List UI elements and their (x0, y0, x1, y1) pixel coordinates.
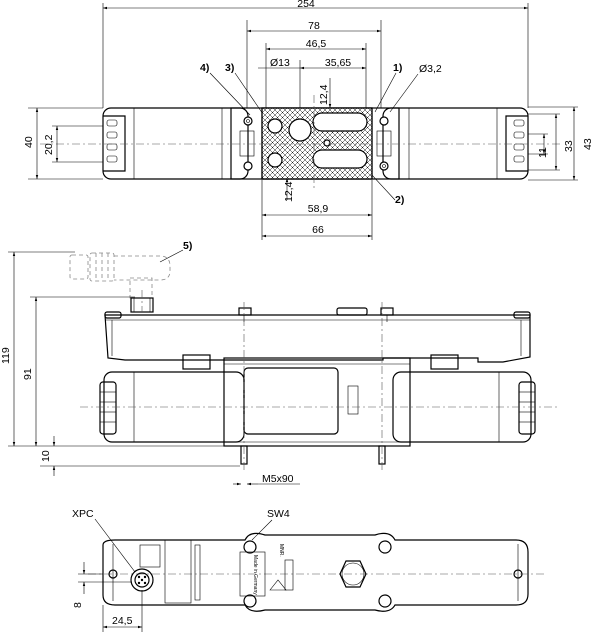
callout-2: 2) (395, 194, 404, 206)
callout-5: 5) (183, 240, 192, 252)
dim-total-height: 119 (0, 347, 12, 364)
dim-hole-diameter: Ø3,2 (419, 63, 442, 75)
side-view: 5) (0, 240, 560, 486)
screw-head-icon (243, 540, 257, 554)
callout-sw4: SW4 (267, 508, 290, 520)
callout-1: 1) (393, 62, 402, 74)
hex-nut-icon (339, 560, 367, 588)
dim-connector-offset: 24,5 (112, 615, 133, 627)
top-view: 254 78 46,5 Ø13 35,65 4) 3) 1) Ø3,2 2) 1… (23, 0, 594, 240)
dim-flange-width: 66 (312, 224, 324, 236)
dim-bottom-offset: 8 (72, 602, 84, 608)
dim-body-height: 91 (22, 368, 34, 380)
callout-4: 4) (200, 62, 209, 74)
dim-offset-top: 12,4 (318, 84, 330, 105)
dim-right-43: 43 (582, 138, 594, 150)
bottom-view: XPC SW4 Made in Germany MNR. (72, 508, 545, 632)
dim-port-spacing: 46,5 (306, 38, 327, 50)
dim-height-left: 40 (23, 136, 35, 148)
plate-mark: MNR. (278, 544, 284, 557)
callout-xpc: XPC (72, 508, 94, 520)
dim-overall-length: 254 (297, 0, 315, 10)
dim-height-left-inner: 20,2 (43, 134, 55, 155)
dim-offset-bottom: 12,4 (283, 181, 295, 202)
dim-body-width: 78 (308, 20, 320, 32)
dim-base-width: 58,9 (308, 203, 329, 215)
dim-port-pitch: 35,65 (325, 57, 351, 69)
dim-base-offset: 10 (40, 450, 52, 462)
dim-bolt: M5x90 (262, 473, 294, 485)
dim-port-diameter: Ø13 (270, 57, 290, 69)
plate-made-in: Made in Germany (252, 555, 258, 595)
m12-connector-icon (134, 572, 150, 588)
dim-right-33: 33 (563, 140, 575, 152)
dim-right-11: 11 (537, 147, 549, 158)
callout-3: 3) (225, 62, 234, 74)
